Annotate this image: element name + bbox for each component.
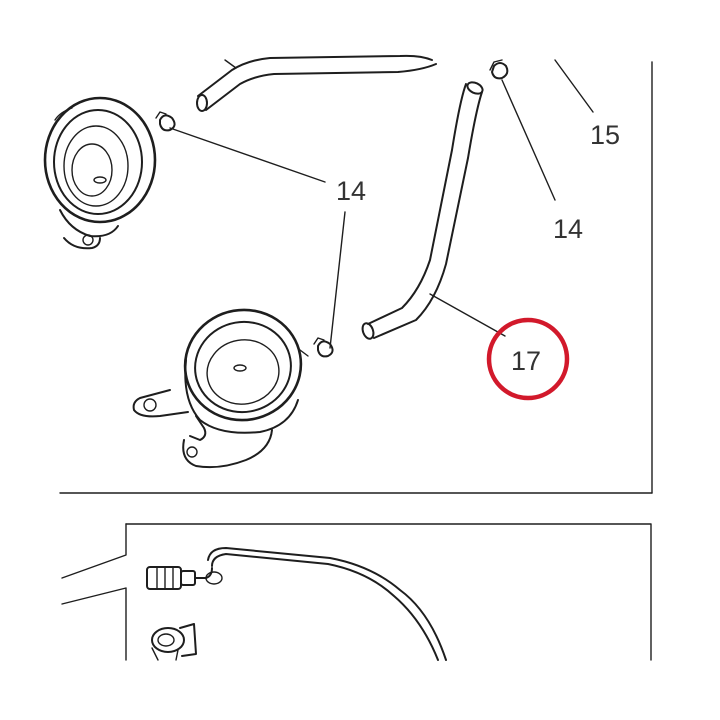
- sensor-fitting: [151, 623, 197, 661]
- callout-14-right: 14: [553, 214, 583, 244]
- lower-panel-frame: [61, 523, 652, 661]
- upper-panel-frame: [59, 61, 653, 494]
- clamp-14-upper-left: [155, 111, 176, 132]
- clamp-14-lower: [313, 337, 334, 358]
- sensor-wire: [207, 547, 447, 661]
- leader-lines: [169, 59, 594, 349]
- hose-15: [196, 54, 437, 112]
- highlight-circle: [486, 317, 570, 401]
- callout-15: 15: [590, 120, 620, 150]
- callout-17: 17: [511, 346, 541, 376]
- callout-14-left: 14: [336, 176, 366, 206]
- clamp-14-upper-right: [489, 59, 509, 80]
- sensor-connector: [146, 566, 223, 590]
- throttle-body-lower: [132, 308, 309, 469]
- throttle-body-upper: [43, 96, 157, 250]
- hose-17: [361, 81, 484, 340]
